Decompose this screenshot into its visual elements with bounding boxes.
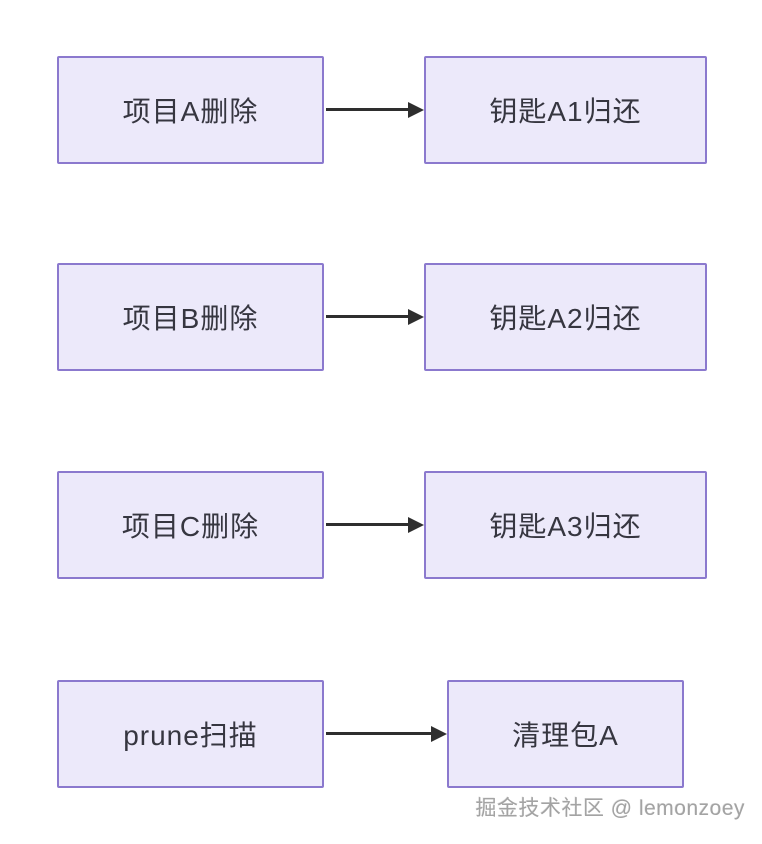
flow-node-source-2: 项目B删除 [57, 263, 324, 371]
node-label: 清理包A [512, 720, 619, 751]
node-label: 项目C删除 [121, 511, 260, 542]
flow-node-source-1: 项目A删除 [57, 56, 324, 164]
arrow-shaft [326, 315, 412, 318]
watermark: 掘金技术社区 @ lemonzoey [475, 797, 745, 820]
flow-node-target-3: 钥匙A3归还 [424, 471, 707, 579]
node-label: 钥匙A2归还 [489, 303, 642, 334]
arrow-right-icon [326, 102, 424, 118]
arrow-shaft [326, 732, 435, 735]
arrow-head [431, 726, 447, 742]
flow-node-target-4: 清理包A [447, 680, 684, 788]
arrow-right-icon [326, 309, 424, 325]
flow-node-source-4: prune扫描 [57, 680, 324, 788]
flow-node-source-3: 项目C删除 [57, 471, 324, 579]
arrow-head [408, 517, 424, 533]
flow-row-3: 项目C删除 钥匙A3归还 [0, 471, 762, 579]
flow-row-4: prune扫描 清理包A [0, 680, 762, 788]
arrow-shaft [326, 108, 412, 111]
node-label: 钥匙A1归还 [489, 96, 642, 127]
arrow-right-icon [326, 726, 447, 742]
flow-node-target-2: 钥匙A2归还 [424, 263, 707, 371]
node-label: 项目A删除 [122, 96, 259, 127]
flow-row-2: 项目B删除 钥匙A2归还 [0, 263, 762, 371]
arrow-shaft [326, 523, 412, 526]
node-label: 项目B删除 [122, 303, 259, 334]
node-label: prune扫描 [123, 720, 258, 751]
arrow-head [408, 102, 424, 118]
arrow-head [408, 309, 424, 325]
node-label: 钥匙A3归还 [489, 511, 642, 542]
flow-node-target-1: 钥匙A1归还 [424, 56, 707, 164]
arrow-right-icon [326, 517, 424, 533]
flow-row-1: 项目A删除 钥匙A1归还 [0, 56, 762, 164]
